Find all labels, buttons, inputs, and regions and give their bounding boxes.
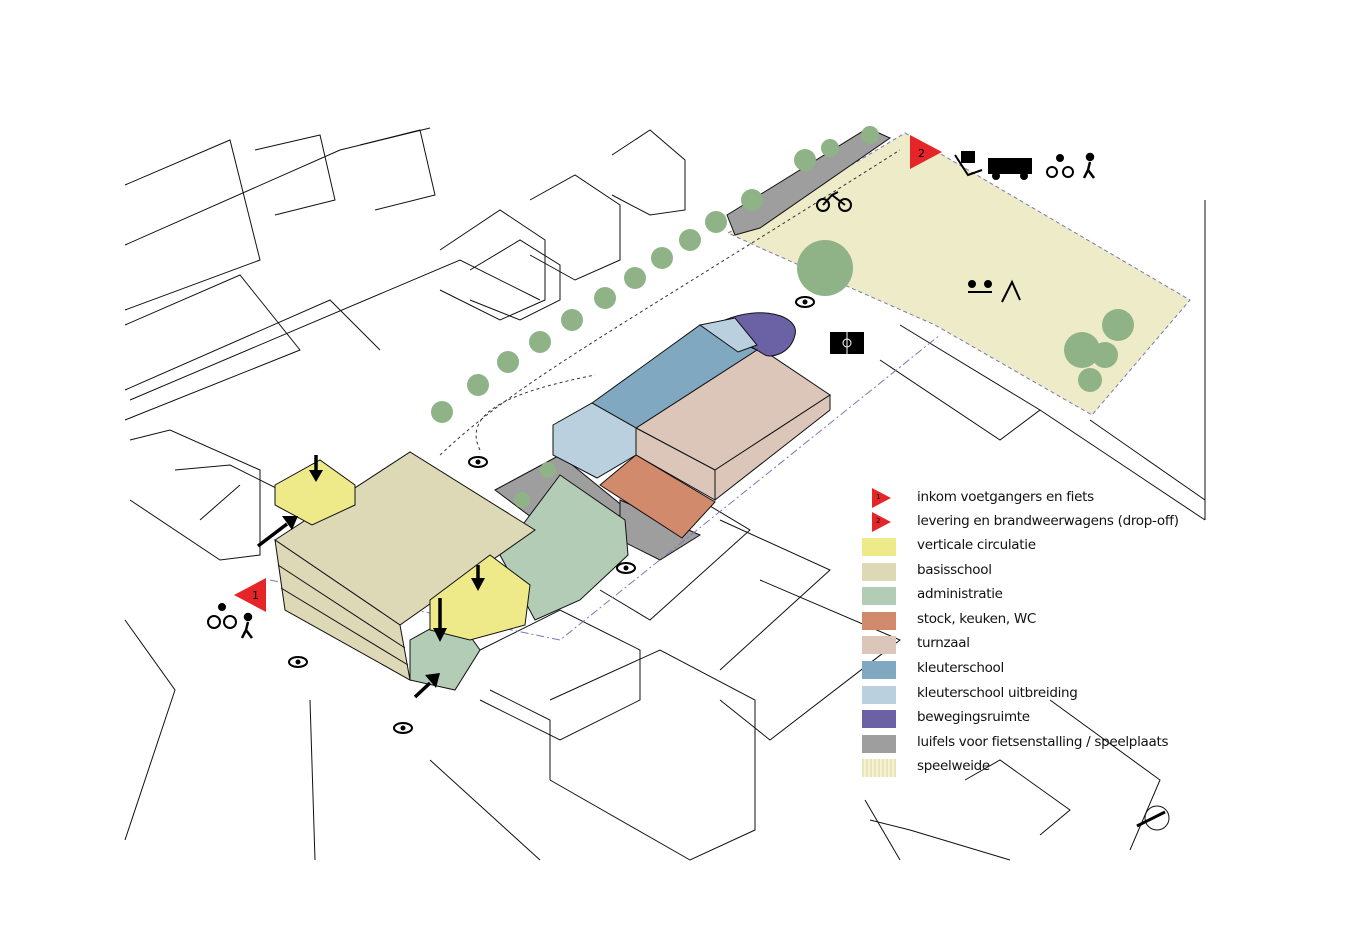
- eye-icon: [468, 456, 488, 468]
- circulatie-block-north: [274, 459, 356, 526]
- legend-swatch: [862, 685, 896, 704]
- legend-item: basisschool: [862, 561, 1192, 583]
- legend-item: stock, keuken, WC: [862, 610, 1192, 632]
- legend-label: bewegingsruimte: [917, 709, 1030, 726]
- tree-icon: [821, 139, 839, 157]
- bicycle-icon: [207, 603, 237, 629]
- legend-label: administratie: [917, 586, 1003, 603]
- tree-icon: [467, 374, 489, 396]
- eye-icon: [393, 722, 413, 734]
- viewpoints: [288, 296, 815, 734]
- svg-text:2: 2: [918, 147, 925, 160]
- legend-item: luifels voor fietsenstalling / speelplaa…: [862, 733, 1192, 755]
- entrance-arrows: [256, 455, 485, 699]
- tree-icon: [561, 309, 583, 331]
- eye-icon: [795, 296, 815, 308]
- legend-swatch: [862, 636, 896, 655]
- entrance-marker-2: 2: [910, 135, 942, 169]
- pedestrian-icon: [1082, 152, 1095, 179]
- tree-icon: [540, 462, 556, 478]
- svg-text:1: 1: [252, 589, 259, 602]
- tree-icon: [594, 287, 616, 309]
- bicycle-icon: [816, 191, 852, 212]
- legend-item: kleuterschool: [862, 659, 1192, 681]
- sports-field-icon: [830, 332, 864, 354]
- arrow-icon: [256, 522, 289, 548]
- playground-icon: [968, 279, 1021, 303]
- legend-label: kleuterschool: [917, 660, 1004, 676]
- luifel-strip: [726, 127, 892, 236]
- administratie-block: [499, 474, 629, 621]
- legend-swatch: [862, 734, 896, 753]
- legend-swatch: [862, 587, 896, 606]
- bicycle-icon: [1046, 154, 1074, 178]
- kleuterschool-uitbreiding: [552, 402, 637, 479]
- legend-label: speelweide: [917, 758, 990, 775]
- tree-icon: [794, 149, 816, 171]
- circulatie-block-south: [429, 554, 531, 641]
- arrow-icon: [413, 681, 432, 699]
- pedestrian-icon: [240, 612, 253, 639]
- legend-swatch: [862, 562, 896, 581]
- legend-item-entrance-2: 2 levering en brandweerwagens (drop-off): [862, 512, 1192, 534]
- tree-icon: [741, 189, 763, 211]
- basisschool-front: [274, 538, 411, 681]
- tree-icon: [497, 351, 519, 373]
- tree-icon: [624, 267, 646, 289]
- legend-swatch: [862, 759, 896, 778]
- legend-item: verticale circulatie: [862, 536, 1192, 558]
- tree-icon: [797, 240, 853, 296]
- legend-swatch: [862, 611, 896, 630]
- tree-icon: [1092, 342, 1118, 368]
- tree-icon: [1078, 368, 1102, 392]
- legend-label: turnzaal: [917, 635, 970, 652]
- tree-icon: [1064, 332, 1100, 368]
- tree-icon: [651, 247, 673, 269]
- trees: [431, 126, 1134, 508]
- legend-label: luifels voor fietsenstalling / speelplaa…: [917, 733, 1169, 750]
- tree-icon: [861, 126, 879, 144]
- context-buildings: [124, 127, 1206, 861]
- tree-icon: [679, 229, 701, 251]
- legend-label: verticale circulatie: [917, 537, 1036, 553]
- north-arrow-icon: [1136, 805, 1170, 831]
- entrance-marker-1: 1: [234, 578, 266, 612]
- eye-icon: [616, 562, 636, 574]
- legend-item: administratie: [862, 585, 1192, 607]
- hand-truck-icon: [954, 151, 983, 177]
- eye-icon: [288, 656, 308, 668]
- legend-swatch: [862, 661, 896, 679]
- stock-block: [599, 454, 716, 539]
- tree-icon: [1102, 309, 1134, 341]
- legend-item-entrance-1: 1 inkom voetgangers en fiets: [862, 488, 1192, 510]
- legend-label: basisschool: [917, 561, 992, 578]
- entrance-triangle-icon: 1: [872, 488, 891, 508]
- legend-swatch: [862, 710, 896, 729]
- legend-label: stock, keuken, WC: [917, 610, 1037, 627]
- fire-truck-icon: [988, 158, 1032, 180]
- legend-item: speelweide: [862, 757, 1192, 779]
- legend-item: kleuterschool uitbreiding: [862, 684, 1192, 706]
- tree-icon: [705, 211, 727, 233]
- transport-icons: [207, 151, 1095, 639]
- bewegingsruimte-block: [724, 312, 796, 357]
- legend-item: turnzaal: [862, 634, 1192, 656]
- tree-icon: [529, 331, 551, 353]
- legend-label: kleuterschool uitbreiding: [917, 684, 1078, 701]
- entrance-triangle-icon: 2: [872, 512, 891, 532]
- tree-icon: [431, 401, 453, 423]
- legend-item: bewegingsruimte: [862, 708, 1192, 730]
- tree-icon: [514, 492, 530, 508]
- legend-swatch: [862, 538, 896, 556]
